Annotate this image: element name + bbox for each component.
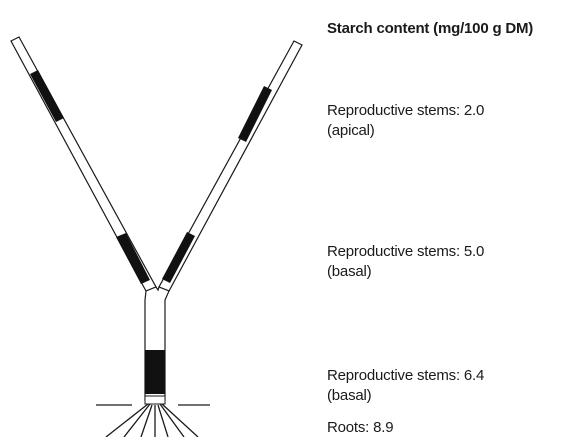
label-line: Reproductive stems: 6.4 bbox=[327, 366, 484, 386]
stem-base bbox=[145, 396, 165, 404]
label-line: (apical) bbox=[327, 121, 484, 141]
apical-stem-label: Reproductive stems: 2.0 (apical) bbox=[327, 101, 484, 141]
starch-content-heading: Starch content (mg/100 g DM) bbox=[327, 20, 533, 37]
label-line: Reproductive stems: 2.0 bbox=[327, 101, 484, 121]
basal-stem-label: Reproductive stems: 5.0 (basal) bbox=[327, 242, 484, 282]
left-basal-band bbox=[116, 233, 150, 284]
lower-basal-stem-label: Reproductive stems: 6.4 (basal) bbox=[327, 366, 484, 406]
main-stem bbox=[145, 287, 169, 404]
label-line: Reproductive stems: 5.0 bbox=[327, 242, 484, 262]
left-stem bbox=[11, 37, 156, 291]
right-basal-band bbox=[162, 232, 195, 283]
plant-diagram bbox=[0, 0, 320, 437]
label-line: (basal) bbox=[327, 386, 484, 406]
label-line: Roots: 8.9 bbox=[327, 418, 393, 438]
roots-label: Roots: 8.9 bbox=[327, 418, 393, 438]
label-line: (basal) bbox=[327, 262, 484, 282]
lower-stem-band bbox=[145, 350, 165, 394]
roots bbox=[106, 404, 198, 437]
left-apical-band bbox=[30, 70, 64, 122]
right-apical-band bbox=[238, 86, 272, 142]
right-stem bbox=[159, 41, 302, 291]
